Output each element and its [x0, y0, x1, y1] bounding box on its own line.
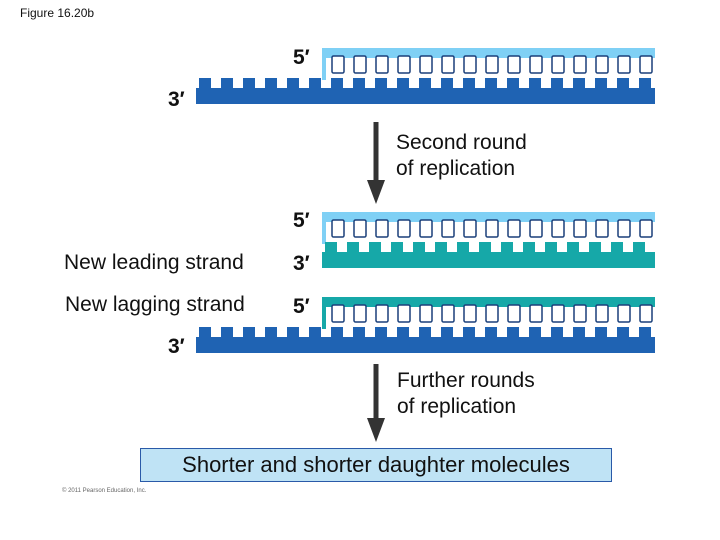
- end-label-3prime: 3′: [168, 88, 185, 111]
- result-text: Shorter and shorter daughter molecules: [182, 452, 570, 477]
- step-caption-line: of replication: [396, 157, 516, 180]
- top-parent-strand-upper: [322, 48, 655, 80]
- step-caption-further-rounds: Further rounds of replication: [397, 368, 535, 420]
- step-caption-line: Second round: [396, 131, 527, 154]
- figure-label: Figure 16.20b: [20, 6, 95, 20]
- top-parent-duplex: [196, 48, 655, 104]
- arrow-second-round: [367, 122, 385, 204]
- result-box: Shorter and shorter daughter molecules: [140, 448, 612, 482]
- label-new-leading-strand: New leading strand: [64, 251, 244, 274]
- arrow-further-rounds: [367, 364, 385, 442]
- end-label-5prime: 5′: [293, 209, 310, 232]
- end-label-3prime: 3′: [168, 335, 185, 358]
- label-new-lagging-strand: New lagging strand: [65, 293, 245, 316]
- step-caption-second-round: Second round of replication: [396, 130, 527, 182]
- copyright: © 2011 Pearson Education, Inc.: [62, 488, 147, 494]
- lagging-strand-duplex: [196, 297, 655, 353]
- step-caption-line: Further rounds: [397, 369, 535, 392]
- leading-parent-strand: [322, 212, 655, 244]
- end-label-5prime: 5′: [293, 46, 310, 69]
- end-label-3prime: 3′: [293, 252, 310, 275]
- lagging-parent-strand: [196, 327, 655, 353]
- new-lagging-strand: [322, 297, 655, 329]
- leading-strand-duplex: [322, 212, 655, 268]
- new-leading-strand: [322, 242, 655, 268]
- end-label-5prime: 5′: [293, 295, 310, 318]
- step-caption-line: of replication: [397, 395, 517, 418]
- top-parent-strand-lower: [196, 78, 655, 104]
